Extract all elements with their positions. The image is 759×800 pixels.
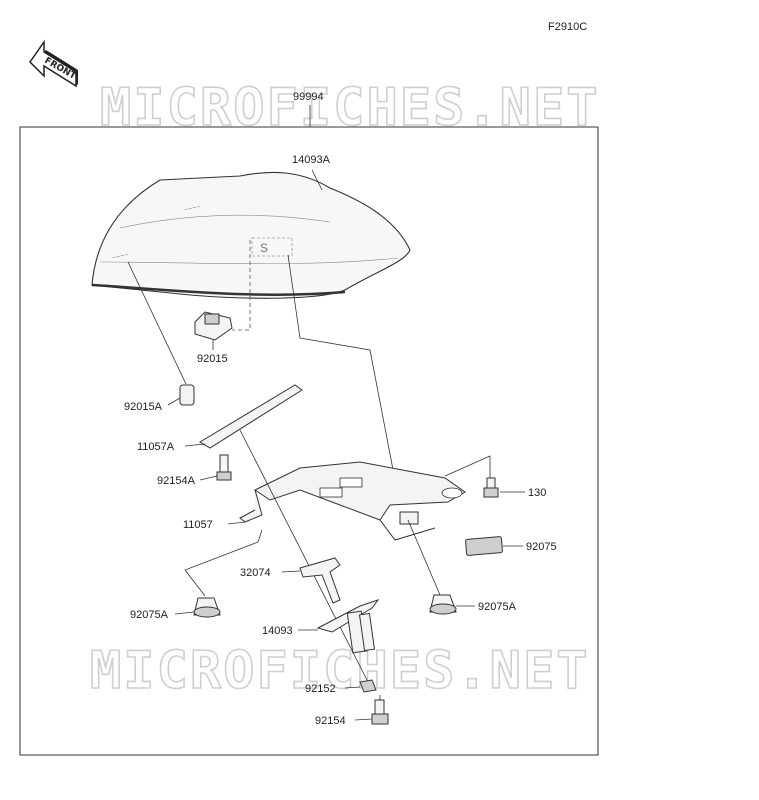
label-92075A-left: 92075A bbox=[130, 609, 169, 621]
damper-92075A-left bbox=[193, 597, 221, 618]
bracket-11057A bbox=[199, 384, 303, 449]
label-11057A: 11057A bbox=[137, 441, 175, 453]
diagram-code: F2910C bbox=[548, 21, 587, 33]
assembly-frame bbox=[19, 126, 599, 756]
label-92075: 92075 bbox=[526, 541, 557, 553]
watermark-top: MICROFICHES.NET bbox=[100, 78, 600, 138]
label-92015: 92015 bbox=[197, 353, 228, 365]
main-bracket bbox=[239, 461, 466, 541]
damper-92075A-right bbox=[429, 594, 457, 615]
bolt-92154A bbox=[216, 454, 232, 481]
label-92152: 92152 bbox=[305, 683, 336, 695]
grommet-92015A bbox=[179, 384, 195, 406]
label-130: 130 bbox=[528, 487, 546, 499]
label-14093: 14093 bbox=[262, 625, 293, 637]
bolt-130 bbox=[483, 477, 499, 498]
label-92015A: 92015A bbox=[124, 401, 163, 413]
label-92154A: 92154A bbox=[157, 475, 196, 487]
label-92075A-right: 92075A bbox=[478, 601, 517, 613]
label-92154: 92154 bbox=[315, 715, 346, 727]
front-arrow-icon: FRONT bbox=[29, 39, 78, 88]
seat-cowl: ~~~~ ~~~~ S bbox=[91, 171, 411, 299]
label-99994: 99994 bbox=[293, 91, 324, 103]
svg-text:~~~~: ~~~~ bbox=[184, 204, 201, 214]
pad-92075 bbox=[465, 536, 503, 556]
stay-32074 bbox=[299, 557, 341, 604]
mount-plate-14093 bbox=[316, 599, 380, 654]
label-32074: 32074 bbox=[240, 567, 271, 579]
collar-92152 bbox=[359, 679, 377, 693]
label-11057: 11057 bbox=[183, 519, 213, 531]
svg-text:S: S bbox=[260, 241, 268, 255]
clip-92015 bbox=[194, 311, 233, 341]
watermark-bottom: MICROFICHES.NET bbox=[90, 641, 590, 701]
bolt-92154 bbox=[371, 699, 389, 725]
label-14093A: 14093A bbox=[292, 154, 331, 166]
svg-text:~~~~: ~~~~ bbox=[112, 252, 129, 262]
